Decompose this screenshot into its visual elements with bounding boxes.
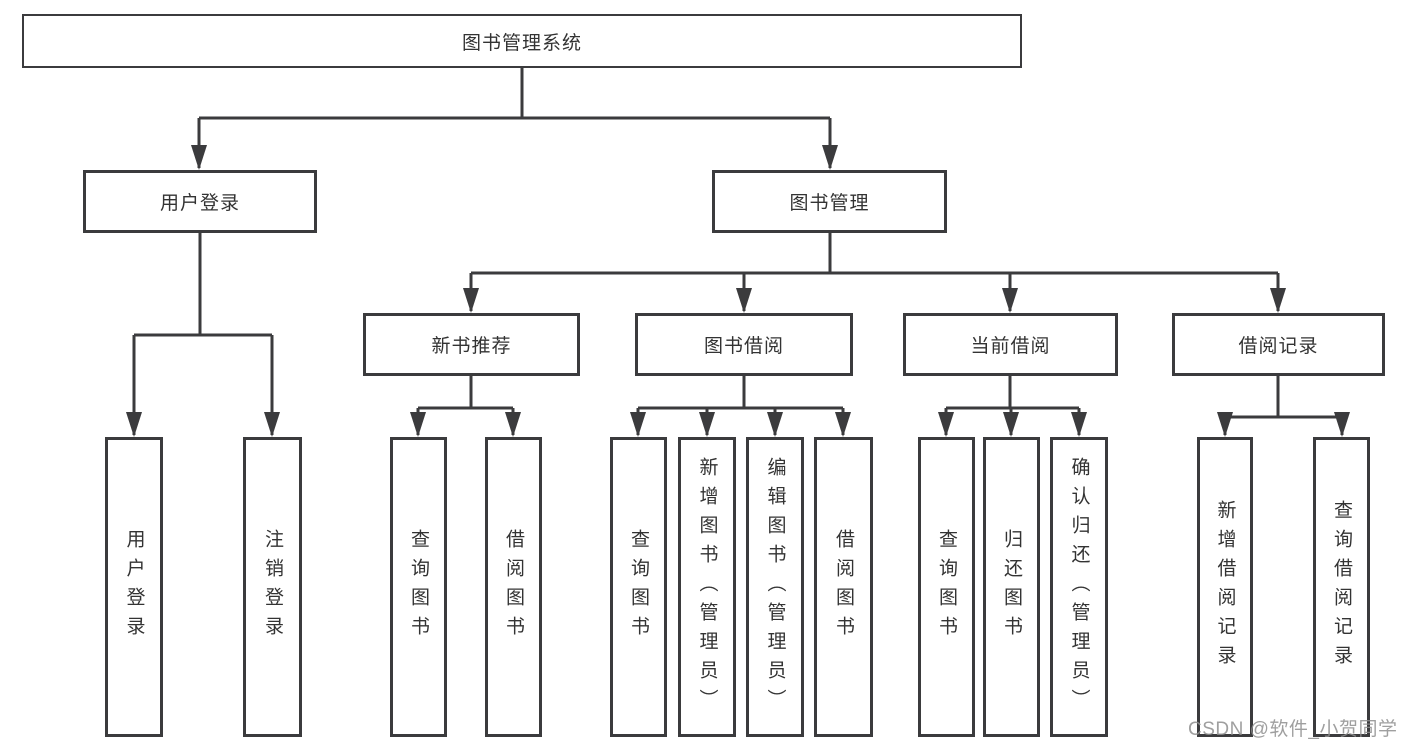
leaf-edit-books-admin: 编辑图书（管理员） <box>746 437 804 737</box>
leaf-borrow-books: 借阅图书 <box>485 437 542 737</box>
node-new-book-recommend-label: 新书推荐 <box>431 336 512 357</box>
leaf-logout: 注销登录 <box>243 437 302 737</box>
node-root-label: 图书管理系统 <box>461 32 582 54</box>
leaf-confirm-return-admin-label: 确认归还（管理员） <box>1068 456 1090 718</box>
leaf-query-books-label: 查询图书 <box>408 529 429 645</box>
leaf-query-books: 查询图书 <box>390 437 447 737</box>
leaf-add-books-admin-label: 新增图书（管理员） <box>696 456 718 718</box>
leaf-user-login: 用户登录 <box>105 437 163 737</box>
leaf-add-borrow-record-label: 新增借阅记录 <box>1214 500 1236 674</box>
node-borrowing-records-label: 借阅记录 <box>1238 336 1319 357</box>
node-book-management: 图书管理 <box>712 170 947 233</box>
leaf-query-books: 查询图书 <box>610 437 667 737</box>
node-book-borrowing: 图书借阅 <box>635 313 853 376</box>
node-book-management-label: 图书管理 <box>789 193 870 214</box>
leaf-logout-label: 注销登录 <box>262 529 283 645</box>
leaf-return-books: 归还图书 <box>983 437 1040 737</box>
node-root: 图书管理系统 <box>22 14 1022 68</box>
leaf-edit-books-admin-label: 编辑图书（管理员） <box>764 456 786 718</box>
node-borrowing-records: 借阅记录 <box>1172 313 1385 376</box>
leaf-return-books-label: 归还图书 <box>1001 529 1022 645</box>
node-user-login: 用户登录 <box>83 170 317 233</box>
leaf-add-borrow-record: 新增借阅记录 <box>1197 437 1253 737</box>
leaf-borrow-books-label: 借阅图书 <box>833 529 854 645</box>
node-current-borrowing-label: 当前借阅 <box>970 336 1051 357</box>
watermark: CSDN @软件_小贺同学 <box>1188 719 1398 740</box>
leaf-borrow-books: 借阅图书 <box>814 437 873 737</box>
node-user-login-label: 用户登录 <box>159 193 240 214</box>
leaf-query-borrow-record-label: 查询借阅记录 <box>1331 500 1352 674</box>
leaf-add-books-admin: 新增图书（管理员） <box>678 437 736 737</box>
leaf-query-books-label: 查询图书 <box>936 529 957 645</box>
leaf-user-login-label: 用户登录 <box>123 529 145 645</box>
node-new-book-recommend: 新书推荐 <box>363 313 580 376</box>
node-book-borrowing-label: 图书借阅 <box>703 336 784 357</box>
leaf-query-borrow-record: 查询借阅记录 <box>1313 437 1370 737</box>
connector-paths <box>132 68 1344 435</box>
leaf-borrow-books-label: 借阅图书 <box>503 529 524 645</box>
leaf-query-books-label: 查询图书 <box>628 529 649 645</box>
leaf-query-books: 查询图书 <box>918 437 975 737</box>
node-current-borrowing: 当前借阅 <box>903 313 1118 376</box>
leaf-confirm-return-admin: 确认归还（管理员） <box>1050 437 1108 737</box>
